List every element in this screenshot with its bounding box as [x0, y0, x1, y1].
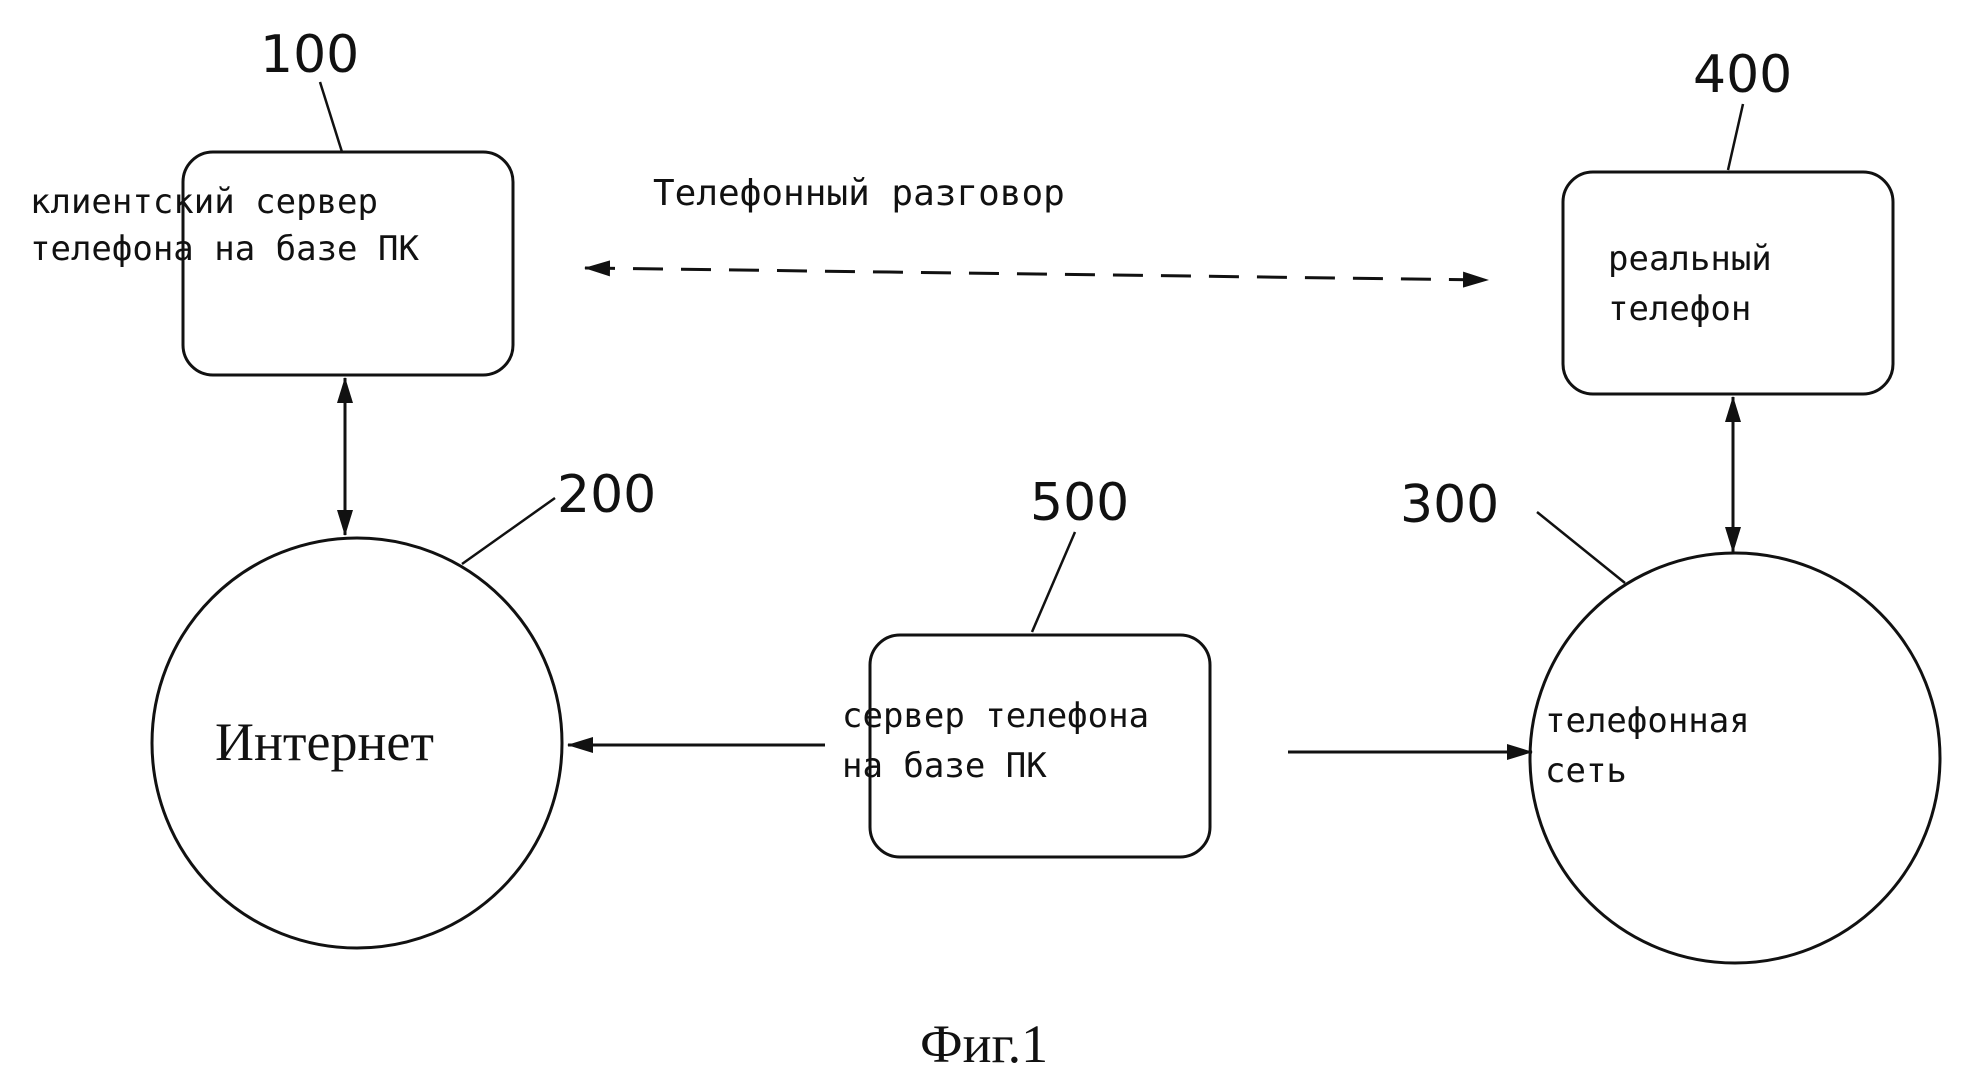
pc-phone-server-box: сервер телефона на базе ПК: [842, 635, 1210, 857]
call-label: Телефонный разговор: [653, 173, 1065, 214]
real-phone-box: реальный телефон: [1563, 172, 1893, 394]
telephone-network-line2: сеть: [1545, 751, 1627, 791]
real-phone-line2: телефон: [1608, 289, 1751, 329]
client-server-box-line2: телефона на базе ПК: [30, 229, 419, 269]
client-server-box-line1: клиентский сервер: [30, 182, 378, 222]
telephone-network-line1: телефонная: [1545, 701, 1750, 741]
pc-phone-server-line1: сервер телефона: [842, 696, 1149, 736]
ref-number-200: 200: [557, 465, 656, 525]
leader-line-300: [1537, 512, 1625, 583]
leader-line-500: [1032, 532, 1075, 632]
leader-line-400: [1728, 104, 1743, 170]
call-dashed-arrow: [585, 268, 1488, 280]
figure-caption: Фиг.1: [920, 1014, 1048, 1074]
ref-number-500: 500: [1030, 473, 1129, 533]
ref-number-300: 300: [1400, 475, 1499, 535]
real-phone-box-border: [1563, 172, 1893, 394]
leader-line-200: [462, 498, 555, 564]
internet-label: Интернет: [215, 712, 434, 772]
real-phone-line1: реальный: [1608, 239, 1772, 279]
leader-line-100: [320, 82, 342, 152]
ref-number-400: 400: [1693, 45, 1792, 105]
ref-number-100: 100: [260, 25, 359, 85]
client-server-box: клиентский сервер телефона на базе ПК: [30, 152, 513, 375]
pc-phone-server-line2: на базе ПК: [842, 746, 1047, 786]
